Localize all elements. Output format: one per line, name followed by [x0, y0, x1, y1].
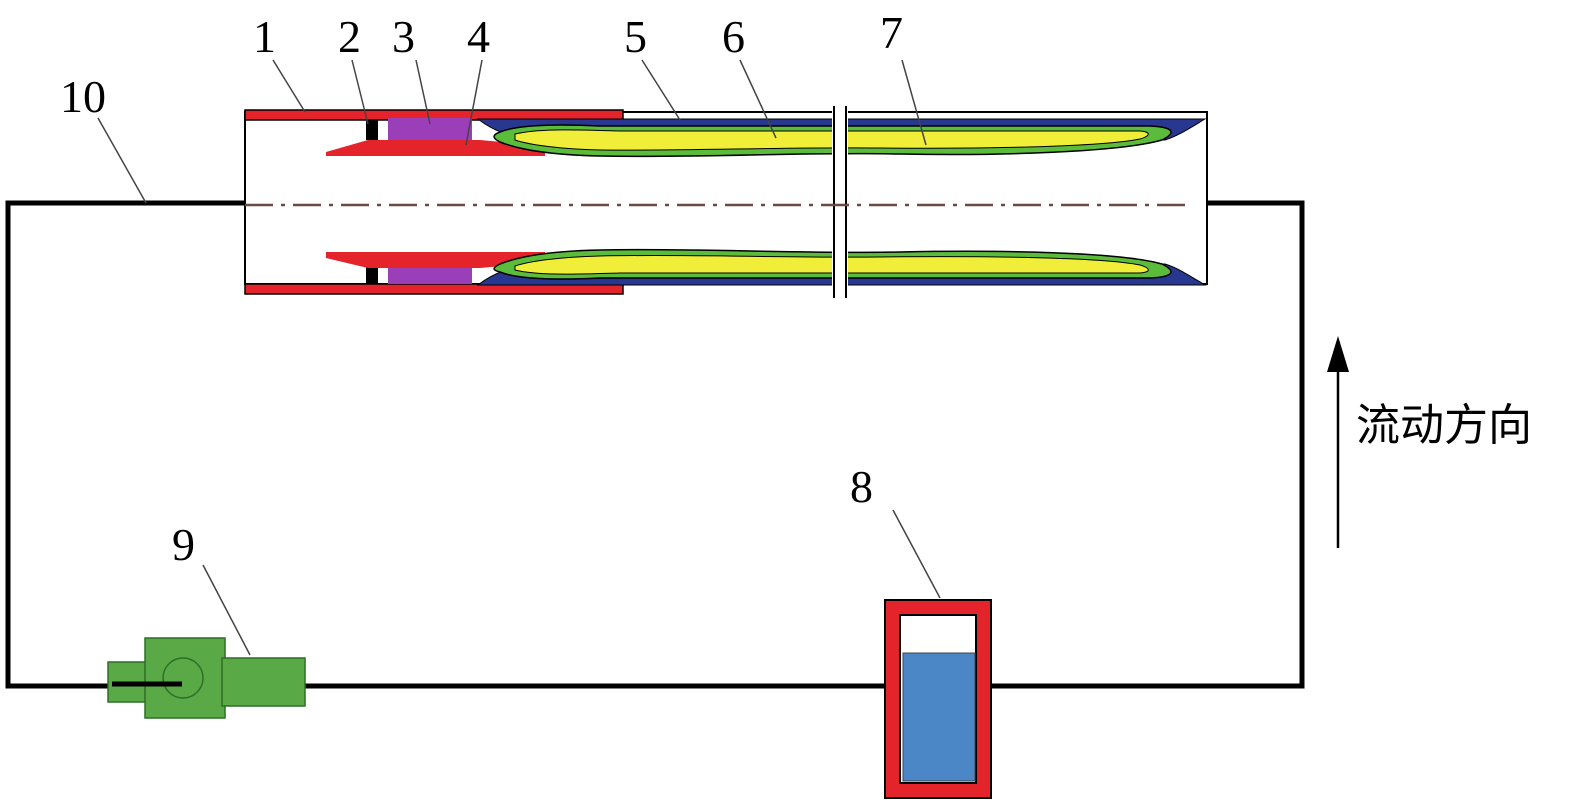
break-mark	[832, 106, 848, 298]
label-6: 6	[722, 11, 745, 62]
part-labels: 1 2 3 4 5 6 7 8 9 10	[60, 7, 903, 570]
leader-lines	[97, 59, 941, 656]
connector	[388, 118, 472, 284]
pump	[107, 637, 306, 719]
label-4: 4	[467, 11, 490, 62]
label-10: 10	[60, 71, 106, 122]
label-2: 2	[338, 11, 361, 62]
label-7: 7	[880, 7, 903, 58]
label-8: 8	[850, 461, 873, 512]
label-5: 5	[624, 11, 647, 62]
label-9: 9	[172, 519, 195, 570]
arrow-up-icon	[1327, 336, 1349, 372]
pipe-loop	[5, 200, 1305, 689]
tapered-insert	[326, 140, 545, 268]
reservoir	[884, 599, 992, 799]
flow-direction-label: 流动方向	[1356, 400, 1532, 451]
label-1: 1	[253, 11, 276, 62]
flow-direction-indicator: 流动方向	[1327, 336, 1532, 548]
label-3: 3	[392, 11, 415, 62]
